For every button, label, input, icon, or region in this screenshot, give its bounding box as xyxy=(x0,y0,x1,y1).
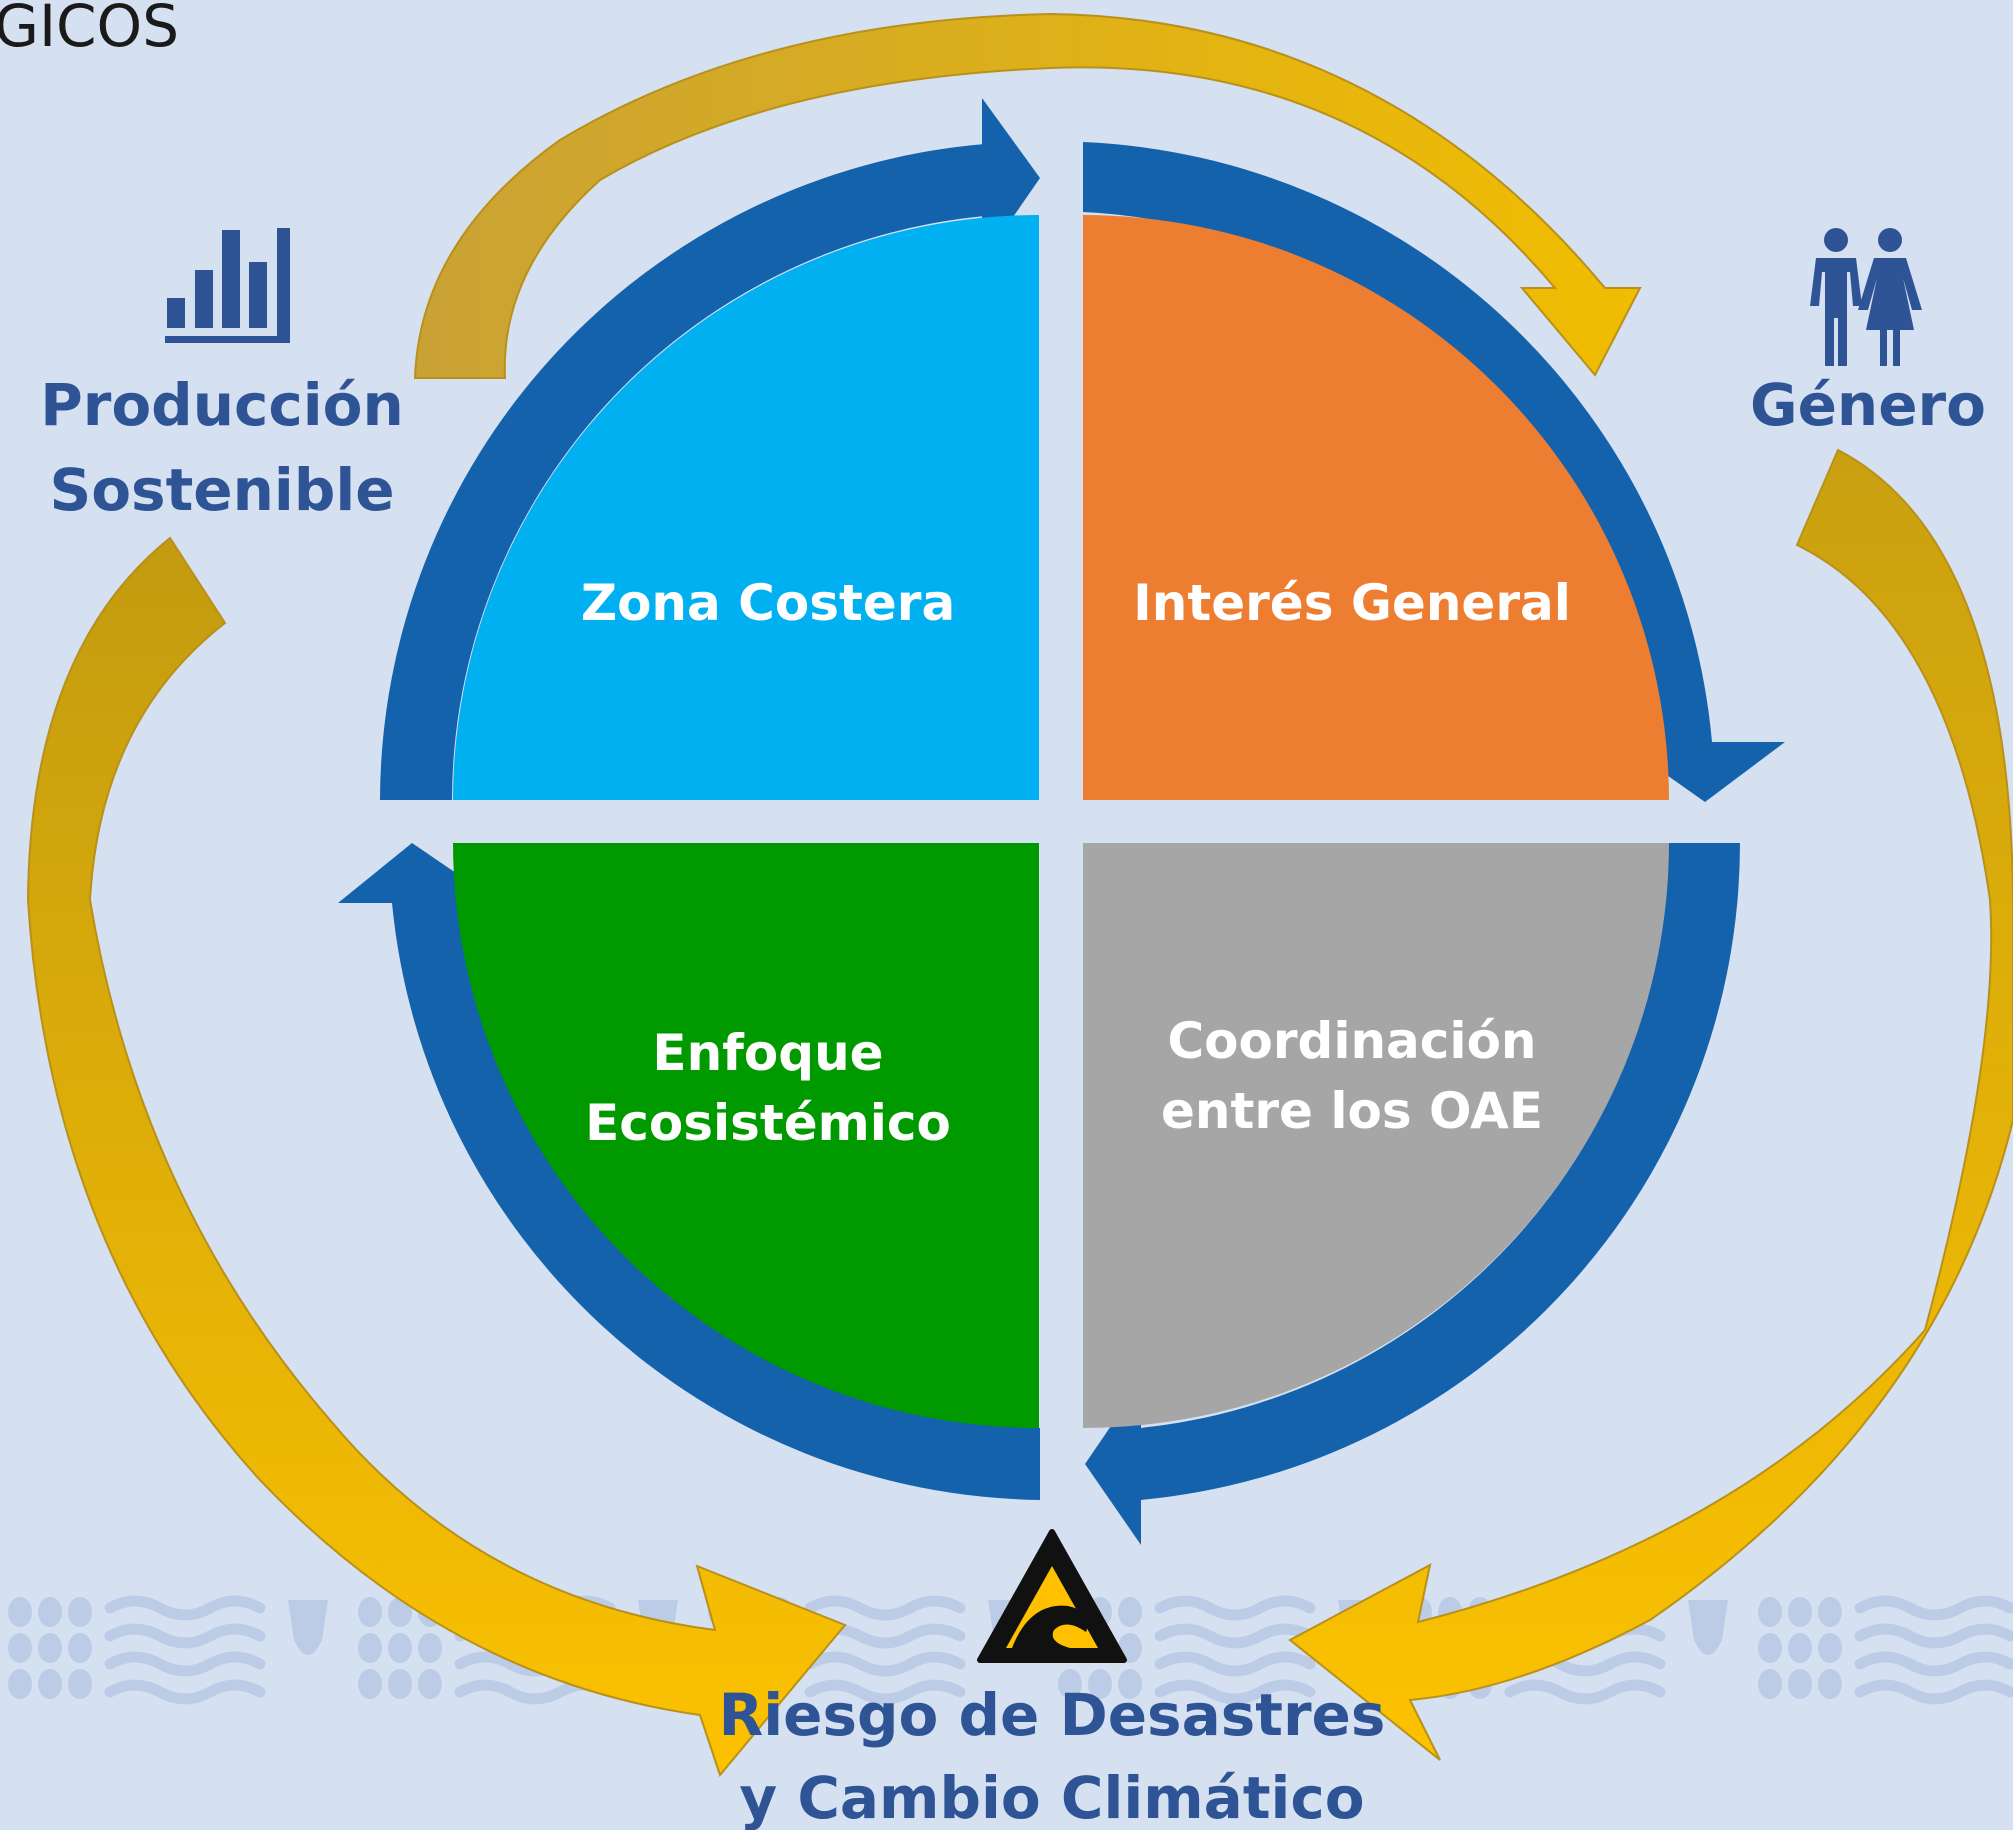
pattern-drop xyxy=(418,1669,442,1699)
pattern-drop xyxy=(388,1669,412,1699)
tsunami-warning-icon xyxy=(977,1529,1127,1663)
pattern-drop xyxy=(1788,1669,1812,1699)
pattern-drop xyxy=(38,1669,62,1699)
cycle-arrow-bottom-left xyxy=(392,903,1040,1500)
pattern-wave xyxy=(104,1679,266,1705)
bar-chart-icon xyxy=(165,228,290,343)
pattern-drop xyxy=(1758,1669,1782,1699)
pattern-wave xyxy=(1154,1595,1316,1621)
pattern-drop xyxy=(1118,1669,1142,1699)
label-genero: Género xyxy=(1750,371,1986,439)
pattern-wave xyxy=(1854,1623,2013,1649)
pattern-wave xyxy=(1154,1651,1316,1677)
pattern-drop xyxy=(1058,1669,1082,1699)
pattern-wave xyxy=(1154,1679,1316,1705)
pattern-wave xyxy=(804,1595,966,1621)
pattern-drop xyxy=(68,1597,92,1627)
pattern-drop xyxy=(1818,1669,1842,1699)
pattern-vessel xyxy=(1688,1600,1728,1655)
pattern-drop xyxy=(8,1597,32,1627)
label-coordinacion-line2: entre los OAE xyxy=(1161,1082,1543,1140)
pattern-wave xyxy=(1504,1679,1666,1705)
label-riesgo-line2: y Cambio Climático xyxy=(739,1764,1364,1830)
pattern-drop xyxy=(1818,1633,1842,1663)
cycle-arrow-bottom-right xyxy=(1140,843,1740,1500)
pattern-drop xyxy=(38,1597,62,1627)
pattern-vessel xyxy=(288,1600,328,1655)
pattern-wave xyxy=(1854,1595,2013,1621)
pattern-drop xyxy=(8,1669,32,1699)
pattern-drop xyxy=(1758,1633,1782,1663)
pattern-wave xyxy=(804,1651,966,1677)
pattern-wave xyxy=(1854,1651,2013,1677)
arrow-produccion-to-riesgo xyxy=(26,536,847,1778)
arrow-produccion-to-genero xyxy=(413,12,1642,379)
quadrant-coordinacion-oae xyxy=(1083,843,1669,1428)
label-produccion-line1: Producción xyxy=(40,371,404,439)
pattern-drop xyxy=(358,1597,382,1627)
pattern-wave xyxy=(104,1623,266,1649)
quadrant-zona-costera xyxy=(453,215,1039,800)
pattern-wave xyxy=(104,1595,266,1621)
pattern-drop xyxy=(1118,1597,1142,1627)
quadrant-interes-general xyxy=(1083,215,1669,800)
pattern-wave xyxy=(804,1679,966,1705)
pattern-wave xyxy=(104,1651,266,1677)
pattern-drop xyxy=(358,1669,382,1699)
corner-heading-fragment: GICOS xyxy=(0,0,179,60)
quadrant-enfoque-ecosistemico xyxy=(453,843,1039,1428)
pattern-drop xyxy=(1818,1597,1842,1627)
label-enfoque-line2: Ecosistémico xyxy=(585,1094,951,1152)
pattern-drop xyxy=(68,1669,92,1699)
label-enfoque-line1: Enfoque xyxy=(652,1024,883,1082)
label-coordinacion-line1: Coordinación xyxy=(1167,1012,1536,1070)
pattern-drop xyxy=(1788,1633,1812,1663)
pattern-drop xyxy=(418,1633,442,1663)
pattern-wave xyxy=(1154,1623,1316,1649)
label-interes-general: Interés General xyxy=(1133,574,1571,632)
people-icon xyxy=(1810,228,1922,366)
pattern-drop xyxy=(68,1633,92,1663)
pattern-drop xyxy=(1758,1597,1782,1627)
label-riesgo-line1: Riesgo de Desastres xyxy=(719,1681,1386,1749)
pattern-drop xyxy=(388,1633,412,1663)
pattern-drop xyxy=(358,1633,382,1663)
pattern-drop xyxy=(1788,1597,1812,1627)
label-zona-costera: Zona Costera xyxy=(581,574,955,632)
pattern-drop xyxy=(8,1633,32,1663)
label-produccion-line2: Sostenible xyxy=(49,456,394,524)
pattern-wave xyxy=(1854,1679,2013,1705)
pattern-drop xyxy=(38,1633,62,1663)
pattern-drop xyxy=(1088,1669,1112,1699)
cycle-arrow-top-left xyxy=(380,144,985,800)
